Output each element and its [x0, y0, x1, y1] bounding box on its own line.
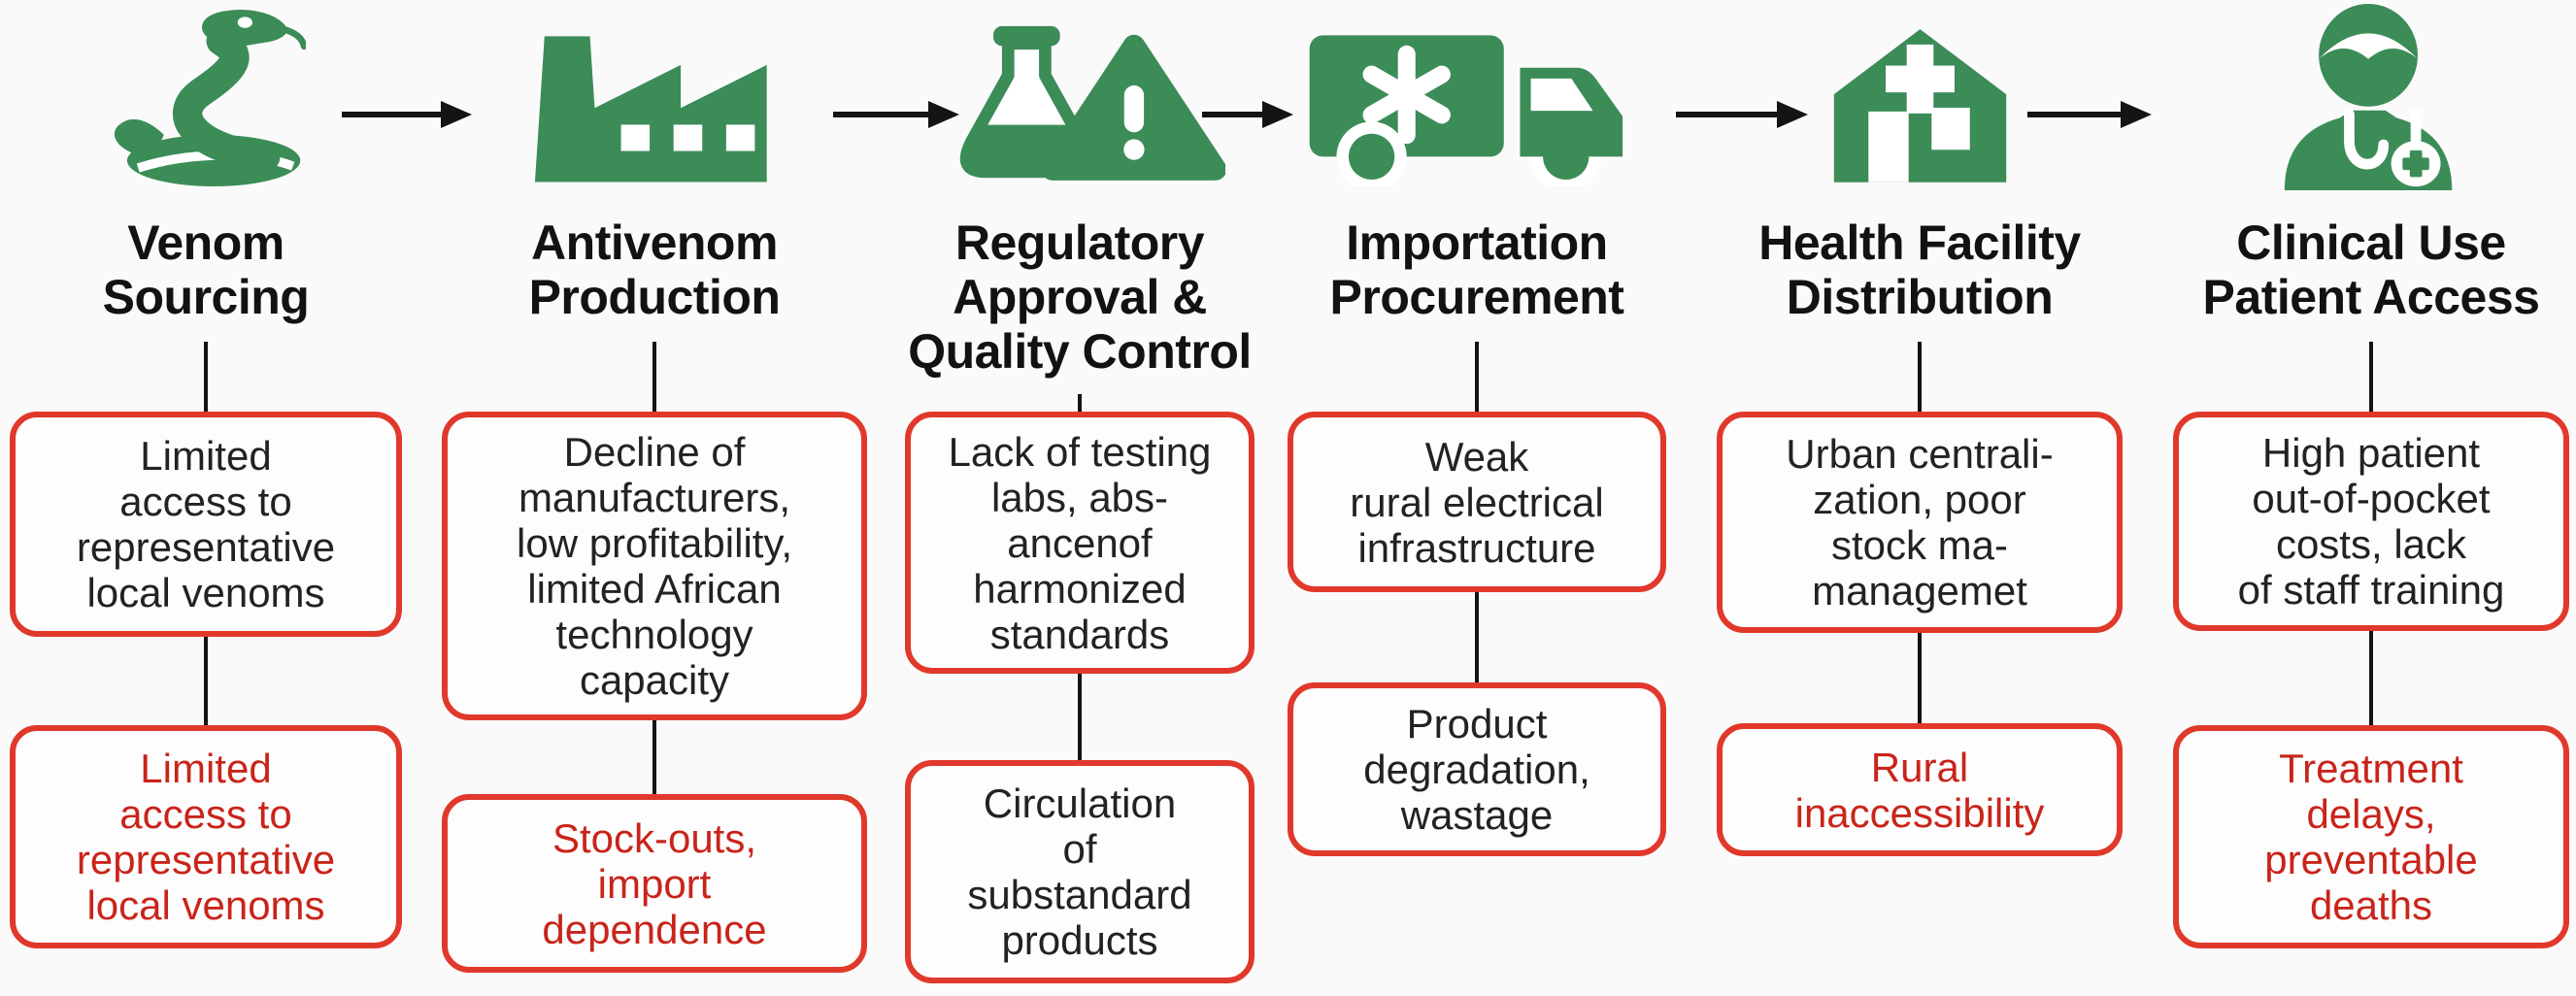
challenge-box: High patient out-of-pocket costs, lack o… — [2173, 412, 2569, 631]
outcome-box: Product degradation, wastage — [1288, 682, 1666, 856]
outcome-box: Treatment delays, preventable deaths — [2173, 725, 2569, 948]
box-text: Urban centrali- zation, poor stock ma- m… — [1786, 431, 2054, 614]
stage-title: Antivenom Production — [528, 216, 781, 324]
box-text: Limited access to representative local v… — [76, 746, 336, 928]
outcome-box: Limited access to representative local v… — [10, 725, 402, 948]
box-text: Limited access to representative local v… — [76, 433, 336, 615]
box-text: Stock-outs, import dependence — [542, 814, 767, 952]
box-text: Weak rural electrical infrastructure — [1350, 433, 1604, 571]
connector-line — [1918, 633, 1922, 723]
hospital-icon — [1833, 29, 2006, 183]
snake-icon — [114, 9, 306, 187]
challenge-box: Urban centrali- zation, poor stock ma- m… — [1717, 412, 2123, 633]
stage-column-importation-procurement: Importation Procurement Weak rural elect… — [1288, 0, 1666, 996]
connector-line — [1475, 592, 1479, 682]
connector-line — [1078, 394, 1082, 412]
arrow-head-icon — [1777, 101, 1808, 128]
connector-line — [1918, 342, 1922, 412]
arrow-line — [833, 112, 928, 117]
stage-column-venom-sourcing: Venom Sourcing Limited access to represe… — [10, 0, 402, 996]
stage-title: Importation Procurement — [1329, 216, 1624, 324]
box-text: Decline of manufacturers, low profitabil… — [517, 429, 792, 703]
box-text: Product degradation, wastage — [1363, 701, 1590, 838]
arrow-head-icon — [441, 101, 472, 128]
stage-title: Venom Sourcing — [102, 216, 310, 324]
challenge-box: Decline of manufacturers, low profitabil… — [442, 412, 867, 720]
box-text: Circulation of substandard products — [967, 780, 1192, 963]
arrow-line — [1676, 112, 1777, 117]
factory-icon — [534, 36, 767, 183]
flow-arrow — [342, 100, 472, 129]
flow-arrow — [833, 100, 959, 129]
stage-column-health-facility-distribution: Health Facility Distribution Urban centr… — [1717, 0, 2123, 996]
arrow-head-icon — [2121, 101, 2152, 128]
box-text: Treatment delays, preventable deaths — [2264, 746, 2478, 928]
connector-line — [652, 342, 656, 412]
flow-arrow — [2027, 100, 2152, 129]
doctor-icon — [2284, 3, 2453, 191]
connector-line — [652, 720, 656, 794]
connector-line — [2369, 342, 2373, 412]
arrow-head-icon — [928, 101, 959, 128]
outcome-box: Rural inaccessibility — [1717, 723, 2123, 856]
box-text: High patient out-of-pocket costs, lack o… — [2237, 430, 2505, 613]
arrow-line — [1202, 112, 1262, 117]
outcome-box: Stock-outs, import dependence — [442, 794, 867, 973]
flask-warning-icon — [959, 25, 1225, 181]
connector-line — [1078, 674, 1082, 760]
stage-title: Health Facility Distribution — [1758, 216, 2081, 324]
stage-title: Clinical Use Patient Access — [2202, 216, 2540, 324]
outcome-box: Circulation of substandard products — [905, 760, 1255, 983]
arrow-head-icon — [1262, 101, 1293, 128]
flow-arrow — [1202, 100, 1293, 129]
connector-line — [1475, 342, 1479, 412]
stage-column-clinical-use: Clinical Use Patient Access High patient… — [2173, 0, 2569, 996]
flow-arrow — [1676, 100, 1808, 129]
connector-line — [2369, 631, 2373, 725]
stage-title: Regulatory Approval & Quality Control — [908, 216, 1252, 379]
challenge-box: Lack of testing labs, abs- ancenof harmo… — [905, 412, 1255, 674]
medical-truck-icon — [1309, 35, 1623, 186]
challenge-box: Limited access to representative local v… — [10, 412, 402, 637]
stage-column-regulatory-approval: Regulatory Approval & Quality Control La… — [905, 0, 1255, 996]
arrow-line — [342, 112, 441, 117]
connector-line — [204, 637, 208, 725]
connector-line — [204, 342, 208, 412]
box-text: Rural inaccessibility — [1794, 744, 2045, 836]
stage-column-antivenom-production: Antivenom Production Decline of manufact… — [442, 0, 867, 996]
challenge-box: Weak rural electrical infrastructure — [1288, 412, 1666, 592]
arrow-line — [2027, 112, 2121, 117]
box-text: Lack of testing labs, abs- ancenof harmo… — [948, 428, 1212, 657]
